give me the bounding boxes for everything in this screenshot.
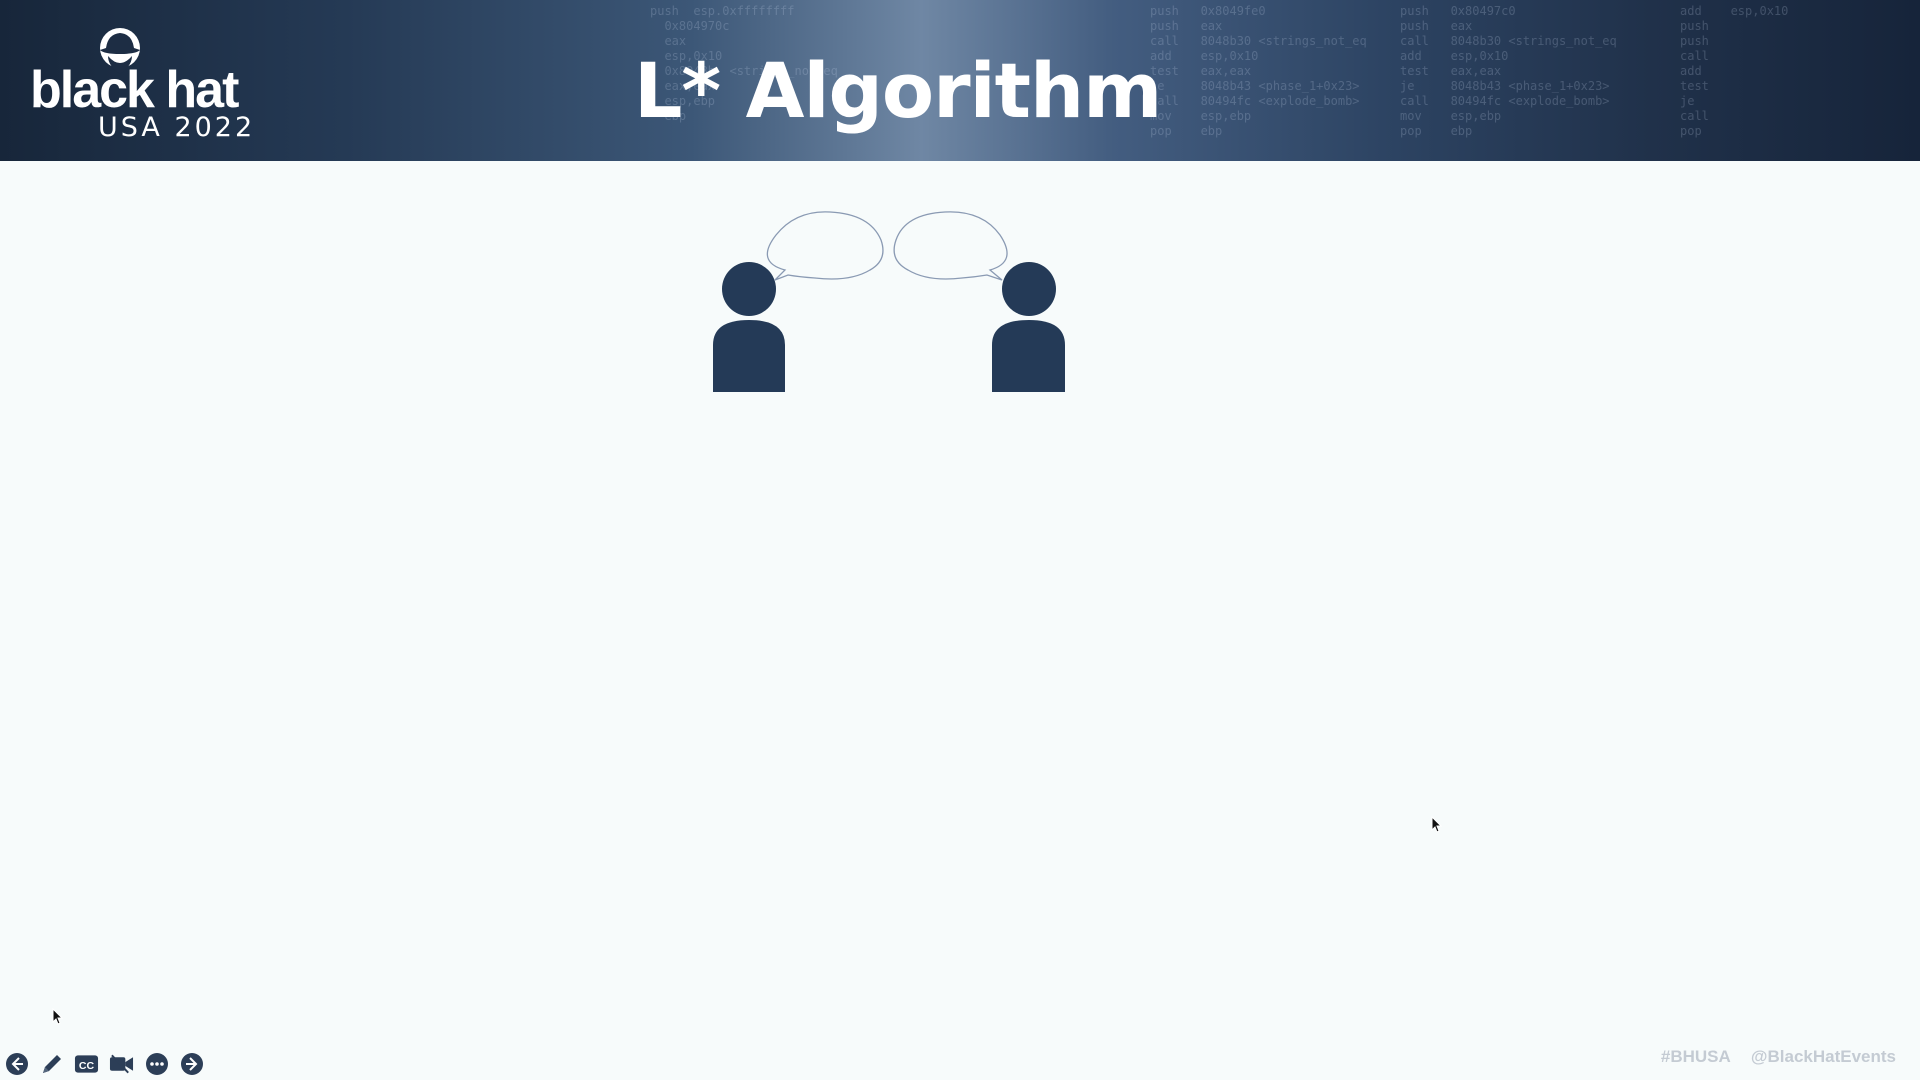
logo-edition: USA 2022 — [98, 112, 256, 143]
speech-bubble-right — [893, 211, 1008, 281]
blackhat-logo: black hat USA 2022 — [30, 26, 310, 143]
code-texture: push 0x8049fe0 push eax call 8048b30 <st… — [1150, 4, 1367, 138]
presentation-controls: CC — [4, 1052, 204, 1076]
code-texture: push 0x80497c0 push eax call 8048b30 <st… — [1400, 4, 1617, 138]
captions-icon: CC — [74, 1055, 99, 1073]
arrow-left-circle-icon — [5, 1053, 28, 1075]
slide-header: push esp.0xffffffff 0x804970c eax esp,0x… — [0, 0, 1920, 161]
conversation-illustration — [713, 211, 1065, 392]
hat-icon — [100, 28, 140, 74]
more-options-button[interactable] — [144, 1052, 169, 1077]
code-texture: push esp.0xffffffff 0x804970c eax esp,0x… — [650, 4, 838, 123]
pen-tool-button[interactable] — [39, 1052, 64, 1077]
svg-text:CC: CC — [79, 1060, 95, 1072]
person-left-icon — [713, 262, 785, 392]
video-camera-icon — [109, 1054, 134, 1074]
logo-brand: black hat — [30, 61, 239, 119]
footer-handle: @BlackHatEvents — [1750, 1047, 1896, 1066]
slide-title: L* Algorithm — [634, 46, 1162, 135]
mouse-cursor-icon — [52, 1008, 64, 1025]
footer-hashtag: #BHUSA — [1660, 1047, 1731, 1066]
previous-slide-button[interactable] — [4, 1052, 29, 1077]
mouse-cursor-icon — [1431, 816, 1443, 833]
speech-bubble-left — [766, 211, 884, 281]
person-right-icon — [992, 262, 1065, 392]
code-texture: add esp,0x10 push push call add test je … — [1680, 4, 1789, 138]
footer-social-tags: #BHUSA @BlackHatEvents — [1645, 1047, 1896, 1067]
pen-icon — [42, 1055, 61, 1073]
more-dots-icon — [145, 1053, 168, 1075]
next-slide-button[interactable] — [179, 1052, 204, 1077]
captions-button[interactable]: CC — [74, 1052, 99, 1077]
camera-toggle-button[interactable] — [109, 1052, 134, 1077]
arrow-right-circle-icon — [180, 1053, 203, 1075]
